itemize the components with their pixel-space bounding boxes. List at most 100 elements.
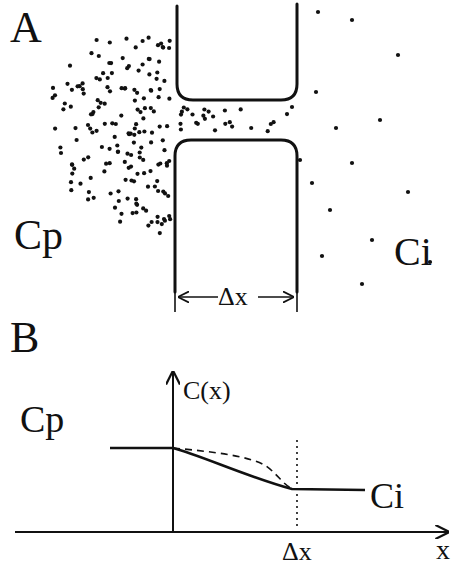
- particle-dot: [106, 76, 110, 80]
- particle-dot: [124, 178, 128, 182]
- particle-dot: [109, 191, 113, 195]
- particle-dot: [139, 146, 143, 150]
- particle-dot: [129, 153, 133, 157]
- particle-dot: [378, 118, 382, 122]
- particle-dot: [110, 121, 114, 125]
- particle-dot: [158, 231, 162, 235]
- particle-dot: [100, 145, 104, 149]
- particle-dot: [167, 46, 171, 50]
- particle-dot: [53, 93, 57, 97]
- particle-dot: [158, 87, 162, 91]
- particle-dot: [135, 172, 139, 176]
- particle-dot: [131, 211, 135, 215]
- particle-dot: [285, 112, 289, 116]
- particle-dot: [207, 110, 211, 114]
- particle-dot: [94, 76, 98, 80]
- particle-dot: [182, 105, 186, 109]
- particle-dot: [142, 171, 146, 175]
- particle-dot: [63, 101, 67, 105]
- particle-dot: [136, 108, 140, 112]
- particle-dot: [155, 70, 159, 74]
- particle-dot: [113, 135, 117, 139]
- particle-dots: [51, 10, 433, 286]
- particle-dot: [350, 161, 354, 165]
- particle-dot: [117, 199, 121, 203]
- particle-dot: [316, 10, 320, 14]
- particle-dot: [132, 141, 136, 145]
- particle-dot: [115, 143, 119, 147]
- particle-dot: [125, 152, 129, 156]
- particle-dot: [68, 64, 72, 68]
- particle-dot: [58, 145, 62, 149]
- particle-dot: [320, 254, 324, 258]
- particle-dot: [155, 179, 159, 183]
- particle-dot: [108, 147, 112, 151]
- particle-dot: [167, 159, 171, 163]
- particle-dot: [142, 129, 146, 133]
- particle-dot: [108, 89, 112, 93]
- particle-dot: [223, 108, 227, 112]
- panel-letter: B: [10, 316, 39, 360]
- particle-dot: [149, 89, 153, 93]
- particle-dot: [249, 126, 253, 130]
- particle-dot: [310, 181, 314, 185]
- particle-dot: [146, 224, 150, 228]
- particle-dot: [138, 155, 142, 159]
- particle-dot: [132, 88, 136, 92]
- particle-dot: [147, 72, 151, 76]
- particle-dot: [149, 140, 153, 144]
- panel-letter: A: [10, 6, 42, 50]
- particle-dot: [69, 105, 73, 109]
- particle-dot: [127, 132, 131, 136]
- particle-dot: [147, 57, 151, 61]
- particle-dot: [150, 220, 154, 224]
- particle-dot: [141, 39, 145, 43]
- particle-dot: [114, 122, 118, 126]
- particle-dot: [230, 125, 234, 129]
- particle-dot: [70, 162, 74, 166]
- particle-dot: [76, 84, 80, 88]
- particle-dot: [104, 162, 108, 166]
- particle-dot: [141, 206, 145, 210]
- particle-dot: [69, 188, 73, 192]
- particle-dot: [87, 190, 91, 194]
- particle-dot: [162, 79, 166, 83]
- particle-dot: [161, 138, 165, 142]
- particle-dot: [178, 122, 182, 126]
- particle-dot: [153, 184, 157, 188]
- particle-dot: [86, 197, 90, 201]
- particle-dot: [92, 196, 96, 200]
- particle-dot: [133, 99, 137, 103]
- particle-dot: [134, 197, 138, 201]
- particle-dot: [138, 150, 142, 154]
- particle-dot: [129, 178, 133, 182]
- particle-dot: [81, 87, 85, 91]
- particle-dot: [116, 149, 120, 153]
- particle-dot: [70, 88, 74, 92]
- particle-dot: [110, 71, 114, 75]
- particle-dot: [65, 82, 69, 86]
- particle-dot: [132, 133, 136, 137]
- concentration-label: Cp: [20, 400, 64, 438]
- particle-dot: [334, 126, 338, 130]
- particle-dot: [143, 106, 147, 110]
- dashed-profile: [173, 448, 295, 489]
- particle-dot: [228, 120, 232, 124]
- particle-dot: [156, 189, 160, 193]
- concentration-label: Cp: [14, 214, 63, 256]
- particle-dot: [118, 220, 122, 224]
- particle-dot: [202, 107, 206, 111]
- particle-dot: [59, 151, 63, 155]
- particle-dot: [69, 180, 73, 184]
- particle-dot: [149, 106, 153, 110]
- particle-dot: [150, 131, 154, 135]
- particle-dot: [167, 214, 171, 218]
- particle-dot: [108, 40, 112, 44]
- particle-dot: [89, 176, 93, 180]
- particle-dot: [165, 164, 169, 168]
- particle-dot: [152, 109, 156, 113]
- particle-dot: [396, 53, 400, 57]
- particle-dot: [78, 182, 82, 186]
- particle-dot: [266, 129, 270, 133]
- particle-dot: [158, 125, 162, 129]
